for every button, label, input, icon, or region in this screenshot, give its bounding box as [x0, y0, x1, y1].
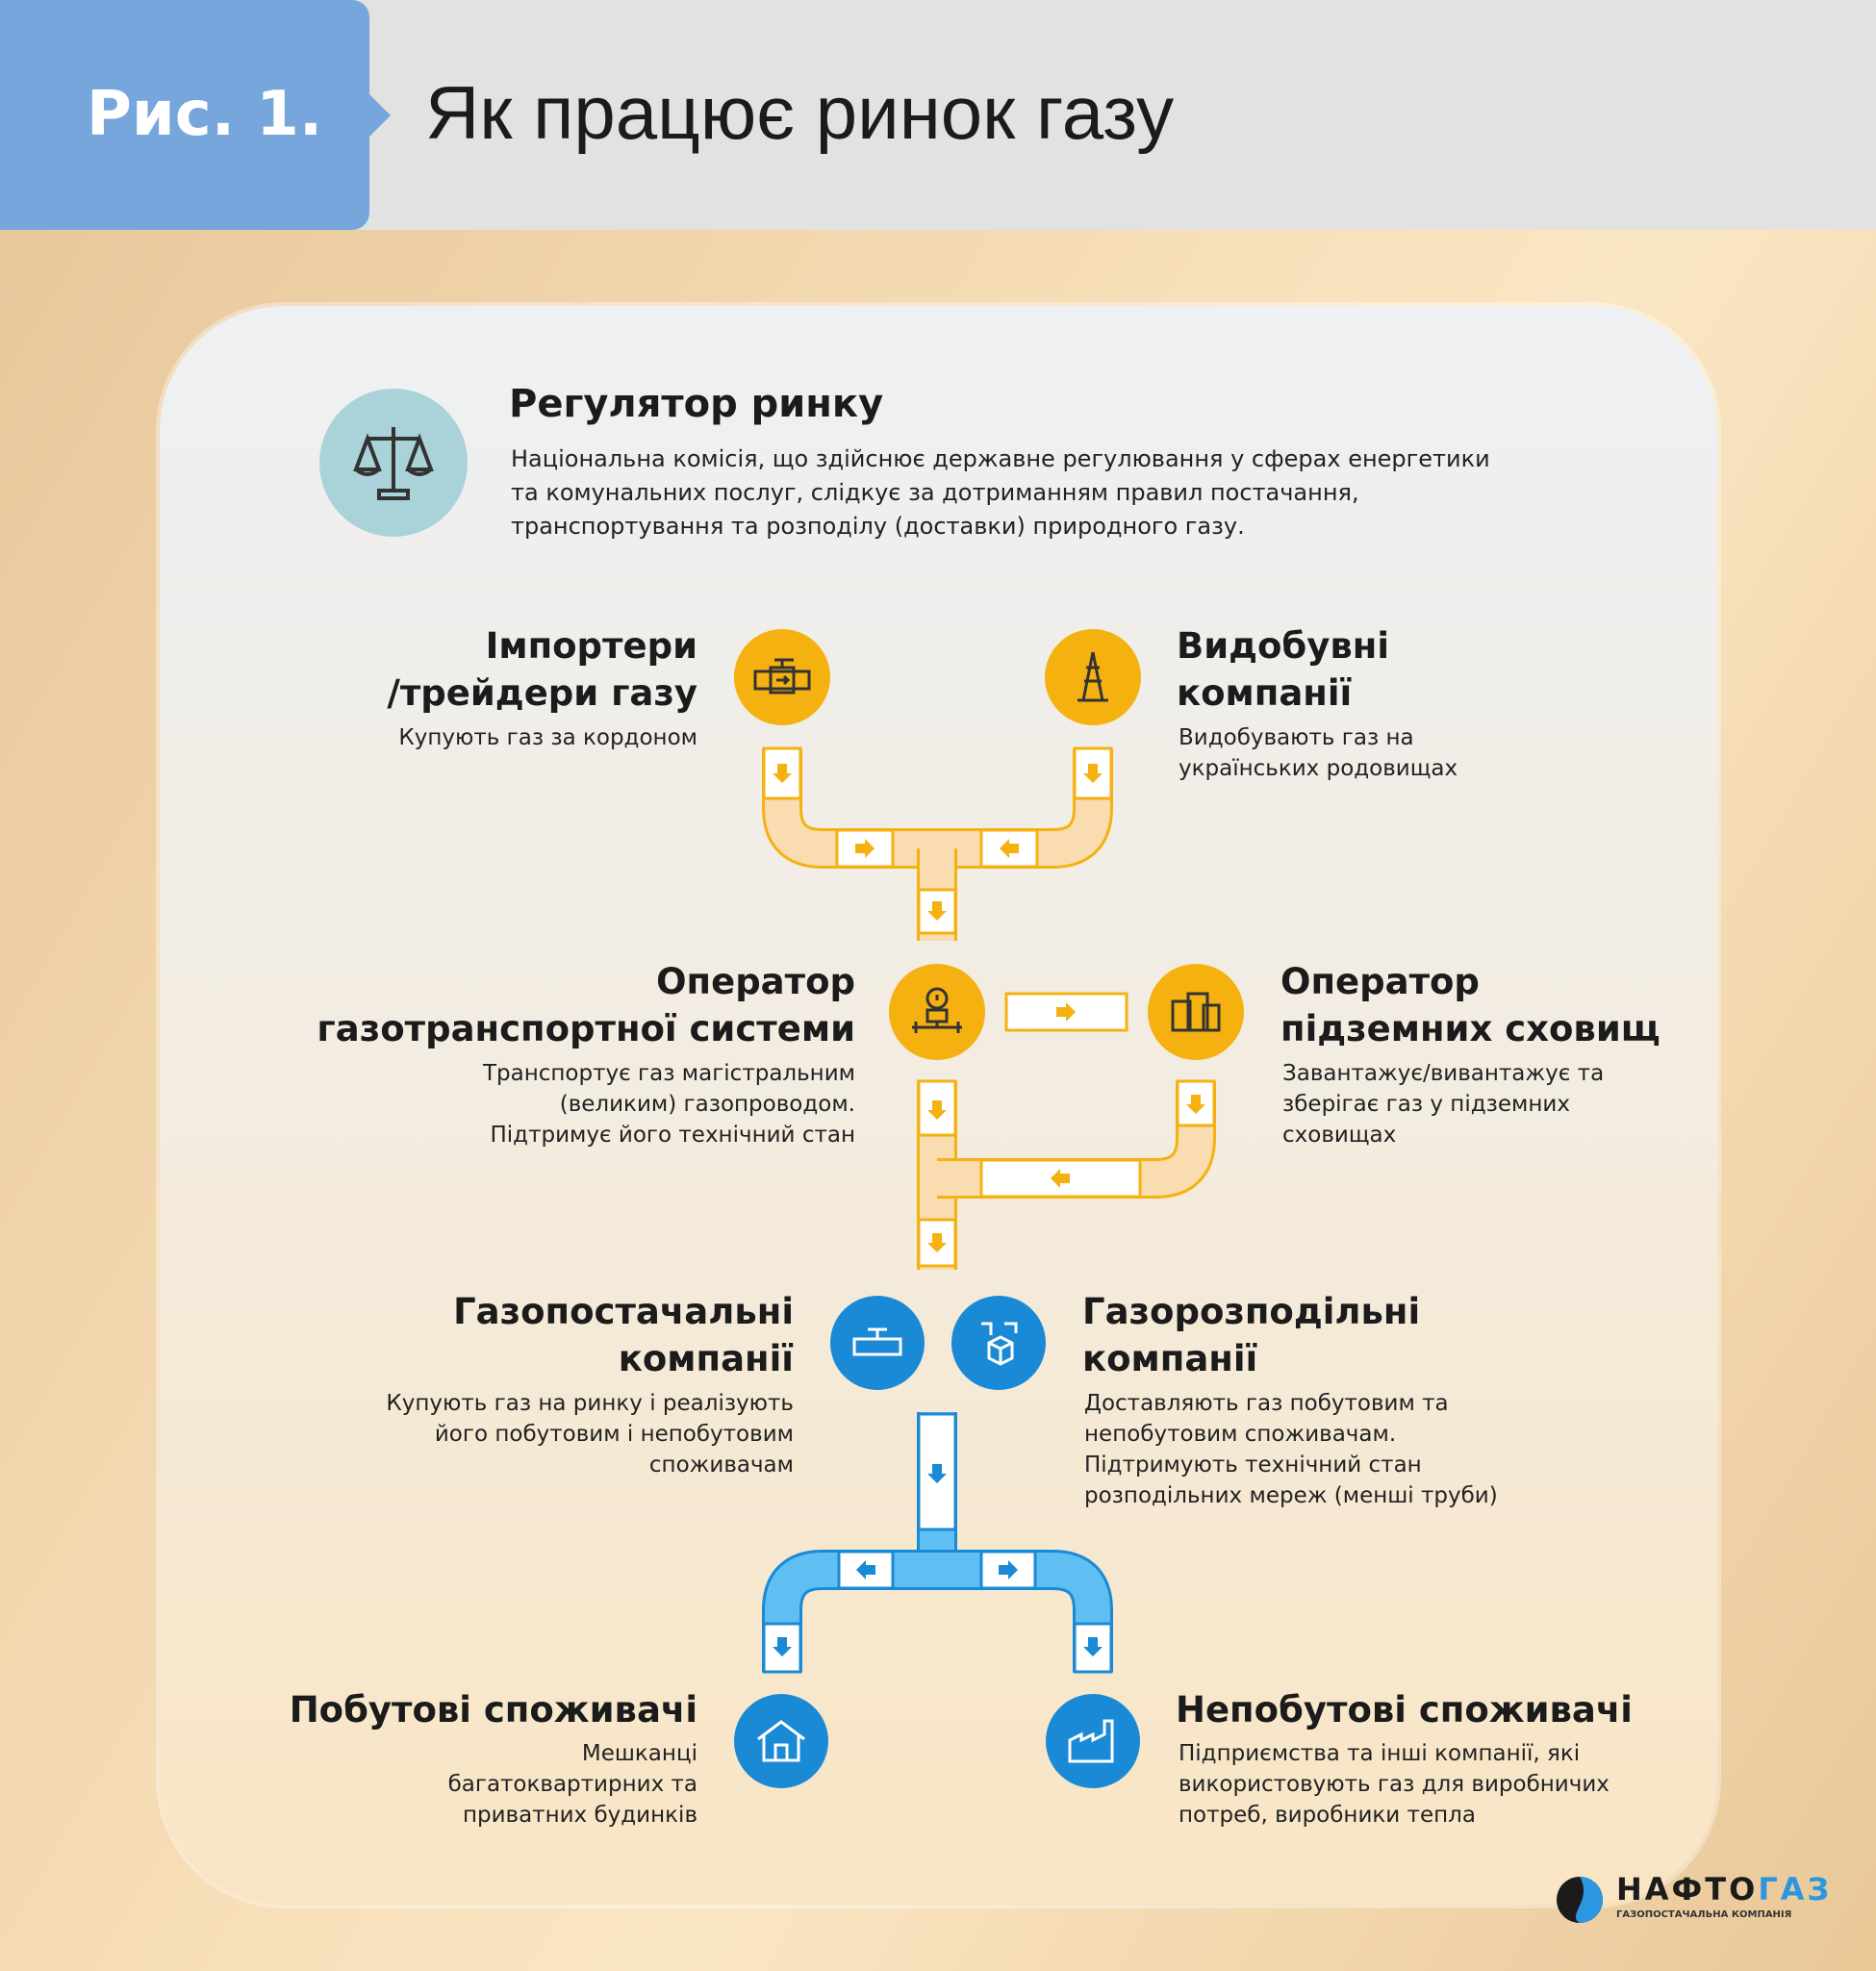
arrow-left-icon [856, 1560, 875, 1579]
desc-line: непобутовим споживачам. [1084, 1422, 1397, 1447]
desc-line: приватних будинків [462, 1803, 697, 1828]
desc-line: Національна комісія, що здійснює державн… [511, 445, 1490, 472]
desc-line: Видобувають газ на [1179, 725, 1414, 750]
desc-line: та комунальних послуг, слідкує за дотрим… [511, 479, 1359, 506]
logo-name-dark: НАФТО [1616, 1871, 1759, 1908]
arrow-down-icon [927, 1100, 947, 1120]
storage-operator-desc: Завантажує/вивантажує та зберігає газ у п… [1282, 1058, 1604, 1150]
arrow-down-icon [773, 1637, 792, 1656]
desc-line: українських родовищах [1179, 756, 1458, 781]
logo-name-blue: ГАЗ [1758, 1871, 1833, 1908]
desc-line: (великим) газопроводом. [559, 1092, 855, 1117]
arrow-down-icon [773, 764, 792, 783]
title-line: компанії [618, 1338, 794, 1379]
pipe-segment [917, 1412, 957, 1531]
desc-line: сховищах [1282, 1123, 1397, 1148]
regulator-title: Регулятор ринку [509, 382, 884, 426]
pipe [937, 1081, 1213, 1196]
arrow-right-icon [855, 839, 875, 858]
title-line: компанії [1082, 1338, 1258, 1379]
desc-line: багатоквартирних та [447, 1772, 697, 1797]
importers-title: Імпортери/трейдери газу [387, 622, 697, 717]
title-line: компанії [1177, 672, 1353, 714]
gas-meter-icon [889, 964, 985, 1060]
arrow-down-icon [1083, 1637, 1103, 1656]
figure-label-box: Рис. 1. [0, 0, 391, 230]
house-icon [734, 1694, 828, 1788]
nonhousehold-desc: Підприємства та інші компанії, які викори… [1179, 1738, 1610, 1831]
desc-line: його побутовим і непобутовим [434, 1422, 794, 1447]
arrow-down-icon [927, 901, 947, 921]
title-line: /трейдери газу [387, 672, 697, 714]
title-line: Оператор [1280, 961, 1480, 1002]
suppliers-desc: Купують газ на ринку і реалізують його по… [386, 1388, 794, 1480]
arrow-down-icon [927, 1233, 947, 1252]
desc-line: зберігає газ у підземних [1282, 1092, 1570, 1117]
pipe-segment [835, 828, 895, 869]
arrow-left-icon [1051, 1169, 1070, 1188]
regulator-desc: Національна комісія, що здійснює державн… [511, 442, 1490, 543]
suppliers-title: Газопостачальні компанії [453, 1288, 794, 1382]
distribution-network-icon [951, 1296, 1046, 1390]
title-line: Газорозподільні [1082, 1291, 1421, 1332]
scales-icon [319, 389, 468, 537]
title-line: Оператор [656, 961, 855, 1002]
producers-desc: Видобувають газ на українських родовищах [1179, 722, 1458, 784]
title-line: газотранспортної системи [317, 1008, 855, 1049]
arrow-down-icon [1083, 764, 1103, 783]
valve-icon [734, 629, 830, 725]
naftogaz-logo: НАФТОГАЗ ГАЗОПОСТАЧАЛЬНА КОМПАНІЯ [1553, 1871, 1841, 1929]
distributors-title: Газорозподільні компанії [1082, 1288, 1420, 1382]
arrow-right-icon [1056, 1002, 1076, 1022]
importers-desc: Купують газ за кордоном [398, 722, 697, 753]
pipe-segment [979, 1158, 1142, 1199]
pipe-segment [917, 1079, 957, 1137]
desc-line: потреб, виробники тепла [1179, 1803, 1476, 1828]
storage-tanks-icon [1148, 964, 1244, 1060]
gas-tap-icon [830, 1296, 925, 1390]
producers-title: Видобувні компанії [1177, 622, 1389, 717]
title-line: Імпортери [485, 625, 697, 667]
naftogaz-logo-icon [1557, 1877, 1603, 1923]
nonhousehold-title: Непобутові споживачі [1176, 1689, 1633, 1731]
figure-label: Рис. 1. [87, 79, 323, 150]
desc-line: Доставляють газ побутовим та [1084, 1391, 1449, 1416]
storage-operator-title: Оператор підземних сховищ [1280, 958, 1661, 1052]
arrow-down-icon [927, 1464, 947, 1483]
title-line: Газопостачальні [453, 1291, 794, 1332]
page-title: Як працює ринок газу [425, 70, 1175, 155]
desc-line: розподільних мереж (менші труби) [1084, 1483, 1498, 1508]
derrick-icon [1045, 629, 1141, 725]
pipe [765, 1553, 1110, 1672]
title-line: Видобувні [1177, 625, 1390, 667]
desc-line: Мешканці [581, 1741, 697, 1766]
factory-icon [1046, 1694, 1140, 1788]
arrow-right-icon [999, 1560, 1018, 1579]
gts-operator-desc: Транспортує газ магістральним (великим) г… [483, 1058, 855, 1150]
desc-line: Підтримують технічний стан [1084, 1453, 1422, 1478]
arrow-down-icon [1186, 1095, 1205, 1114]
desc-line: транспортування та розподілу (доставки) … [511, 513, 1245, 540]
arrow-left-icon [1000, 839, 1019, 858]
desc-line: Транспортує газ магістральним [482, 1061, 855, 1086]
desc-line: Підприємства та інші компанії, які [1179, 1741, 1581, 1766]
household-desc: Мешканці багатоквартирних та приватних буд… [448, 1738, 697, 1831]
pipe-segment [762, 746, 802, 800]
desc-line: споживачам [648, 1453, 794, 1478]
gts-operator-title: Оператор газотранспортної системи [317, 958, 855, 1052]
pipe [765, 748, 1110, 866]
desc-line: Купують газ на ринку і реалізують [386, 1391, 794, 1416]
pipe-segment [917, 1218, 957, 1268]
logo-subtitle: ГАЗОПОСТАЧАЛЬНА КОМПАНІЯ [1616, 1909, 1792, 1920]
desc-line: використовують газ для виробничих [1179, 1772, 1610, 1797]
desc-line: Купують газ за кордоном [398, 725, 697, 750]
household-title: Побутові споживачі [289, 1689, 697, 1731]
desc-line: Підтримує його технічний стан [490, 1123, 855, 1148]
header: Рис. 1. Як працює ринок газу [0, 0, 1876, 230]
distributors-desc: Доставляють газ побутовим та непобутовим … [1084, 1388, 1498, 1511]
desc-line: Завантажує/вивантажує та [1282, 1061, 1605, 1086]
title-line: підземних сховищ [1280, 1008, 1661, 1049]
